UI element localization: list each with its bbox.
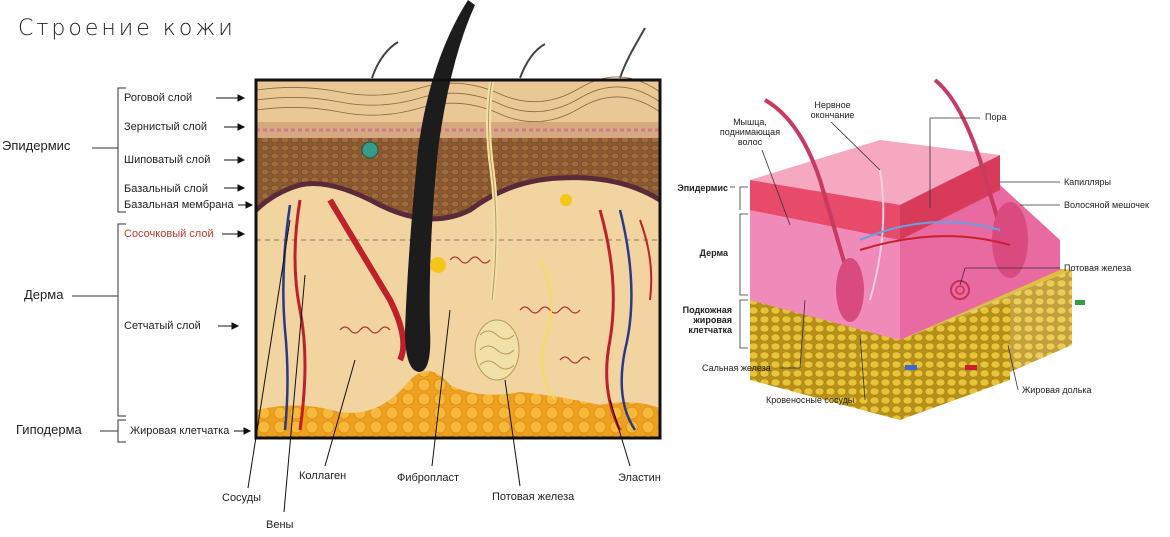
label-veins: Вены (266, 519, 294, 531)
label-elastin: Эластин (618, 472, 661, 484)
right-label-blood-vessels: Кровеносные сосуды (766, 395, 855, 405)
label-fibroblast: Фибропласт (397, 472, 460, 484)
group-epidermis: Эпидермис (2, 138, 71, 153)
left-brackets (72, 87, 126, 443)
label-collagen: Коллаген (299, 470, 347, 482)
right-label-pore: Пора (985, 112, 1007, 122)
layer-basement-membrane: Базальная мембрана (124, 199, 234, 211)
layer-stratum-basale: Базальный слой (124, 183, 209, 195)
layer-reticular: Сетчатый слой (124, 320, 201, 332)
left-layer-arrows (216, 94, 254, 435)
right-label-fat-lobule: Жировая долька (1022, 385, 1092, 395)
right-skin-3d (750, 78, 1085, 420)
layer-stratum-corneum: Роговой слой (124, 92, 193, 104)
left-skin-cross-section (254, 0, 662, 440)
right-label-sweat-gland: Потовая железа (1064, 263, 1132, 273)
right-group-dermis: Дерма (699, 248, 728, 258)
right-group-epidermis: Эпидермис (677, 183, 728, 193)
right-label-follicle: Волосяной мешочек (1064, 200, 1149, 210)
right-group-subcutaneous: Подкожная жировая клетчатка (682, 305, 732, 335)
group-dermis: Дерма (24, 287, 64, 302)
layer-stratum-granulosum: Зернистый слой (124, 121, 208, 133)
right-label-nerve: Нервное окончание (810, 100, 855, 120)
label-vessels: Сосуды (222, 492, 262, 504)
left-bottom-pointers (247, 219, 631, 513)
right-pointers (730, 117, 1060, 401)
layer-stratum-spinosum: Шиповатый слой (124, 154, 211, 166)
group-hypodermis: Гиподерма (16, 422, 82, 437)
right-label-sebaceous: Сальная железа (702, 363, 771, 373)
layer-papillary: Сосочковый слой (124, 228, 214, 240)
right-label-muscle: Мышца, поднимающая волос (719, 117, 781, 147)
page-title: Строение кожи (18, 16, 236, 41)
label-sweat-gland: Потовая железа (492, 491, 575, 503)
right-label-capillaries: Капилляры (1064, 177, 1111, 187)
layer-fat-tissue: Жировая клетчатка (130, 425, 230, 437)
